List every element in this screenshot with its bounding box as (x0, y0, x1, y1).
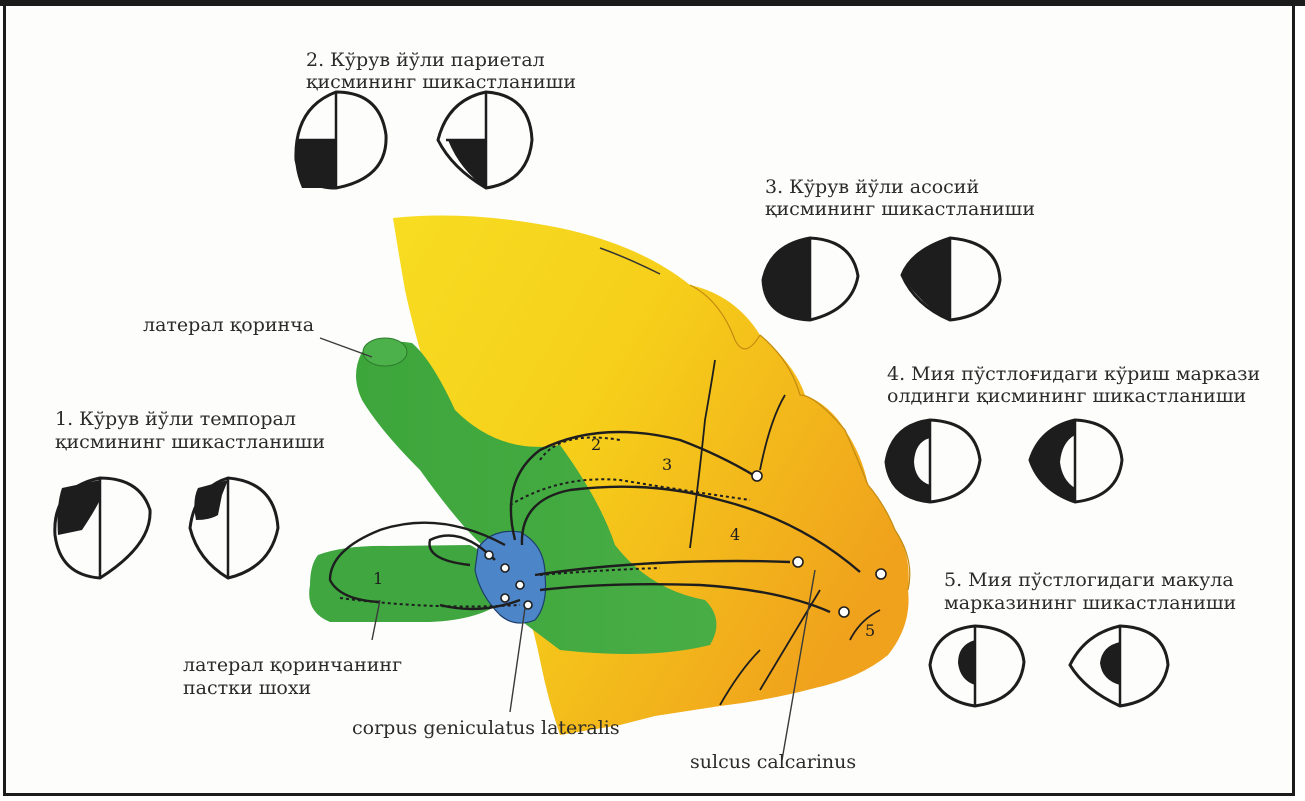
lesion-4-fields (886, 420, 1122, 502)
tract-number-4: 4 (730, 525, 740, 544)
ventricle-tip (363, 338, 407, 366)
lesion-5-title-line1: 5. Мия пўстлогидаги макула (944, 568, 1234, 592)
lesion-3-fields (763, 238, 1000, 320)
lesion-1-title-line1: 1. Кўрув йўли темпорал (55, 407, 296, 431)
lesion-2-fields (295, 92, 532, 188)
lesion-2-title-line1: 2. Кўрув йўли париетал (306, 48, 545, 72)
tract-number-3: 3 (662, 455, 672, 474)
lesion-1-fields (55, 478, 278, 578)
label-lateral-ventricle: латерал қоринча (143, 313, 314, 337)
lesion-4-title-line2: олдинги қисмининг шикастланиши (887, 384, 1246, 408)
label-inferior-horn-line2: пастки шохи (183, 676, 311, 700)
lesion-2-title-line2: қисмининг шикастланиши (306, 70, 576, 94)
label-inferior-horn-line1: латерал қоринчанинг (183, 653, 402, 677)
tract-number-1: 1 (373, 569, 383, 588)
label-sulcus-calcarinus: sulcus calcarinus (690, 750, 856, 774)
lesion-5-title-line2: марказининг шикастланиши (944, 591, 1236, 615)
tract-number-5: 5 (865, 621, 875, 640)
lesion-4-title-line1: 4. Мия пўстлоғидаги кўриш маркази (887, 362, 1260, 386)
lesion-5-fields (930, 626, 1168, 706)
label-corpus-geniculatus: corpus geniculatus lateralis (352, 716, 620, 740)
lesion-1-title-line2: қисмининг шикастланиши (55, 430, 325, 454)
lesion-3-title-line1: 3. Кўрув йўли асосий (765, 175, 979, 199)
lesion-3-title-line2: қисмининг шикастланиши (765, 197, 1035, 221)
tract-number-2: 2 (591, 435, 601, 454)
